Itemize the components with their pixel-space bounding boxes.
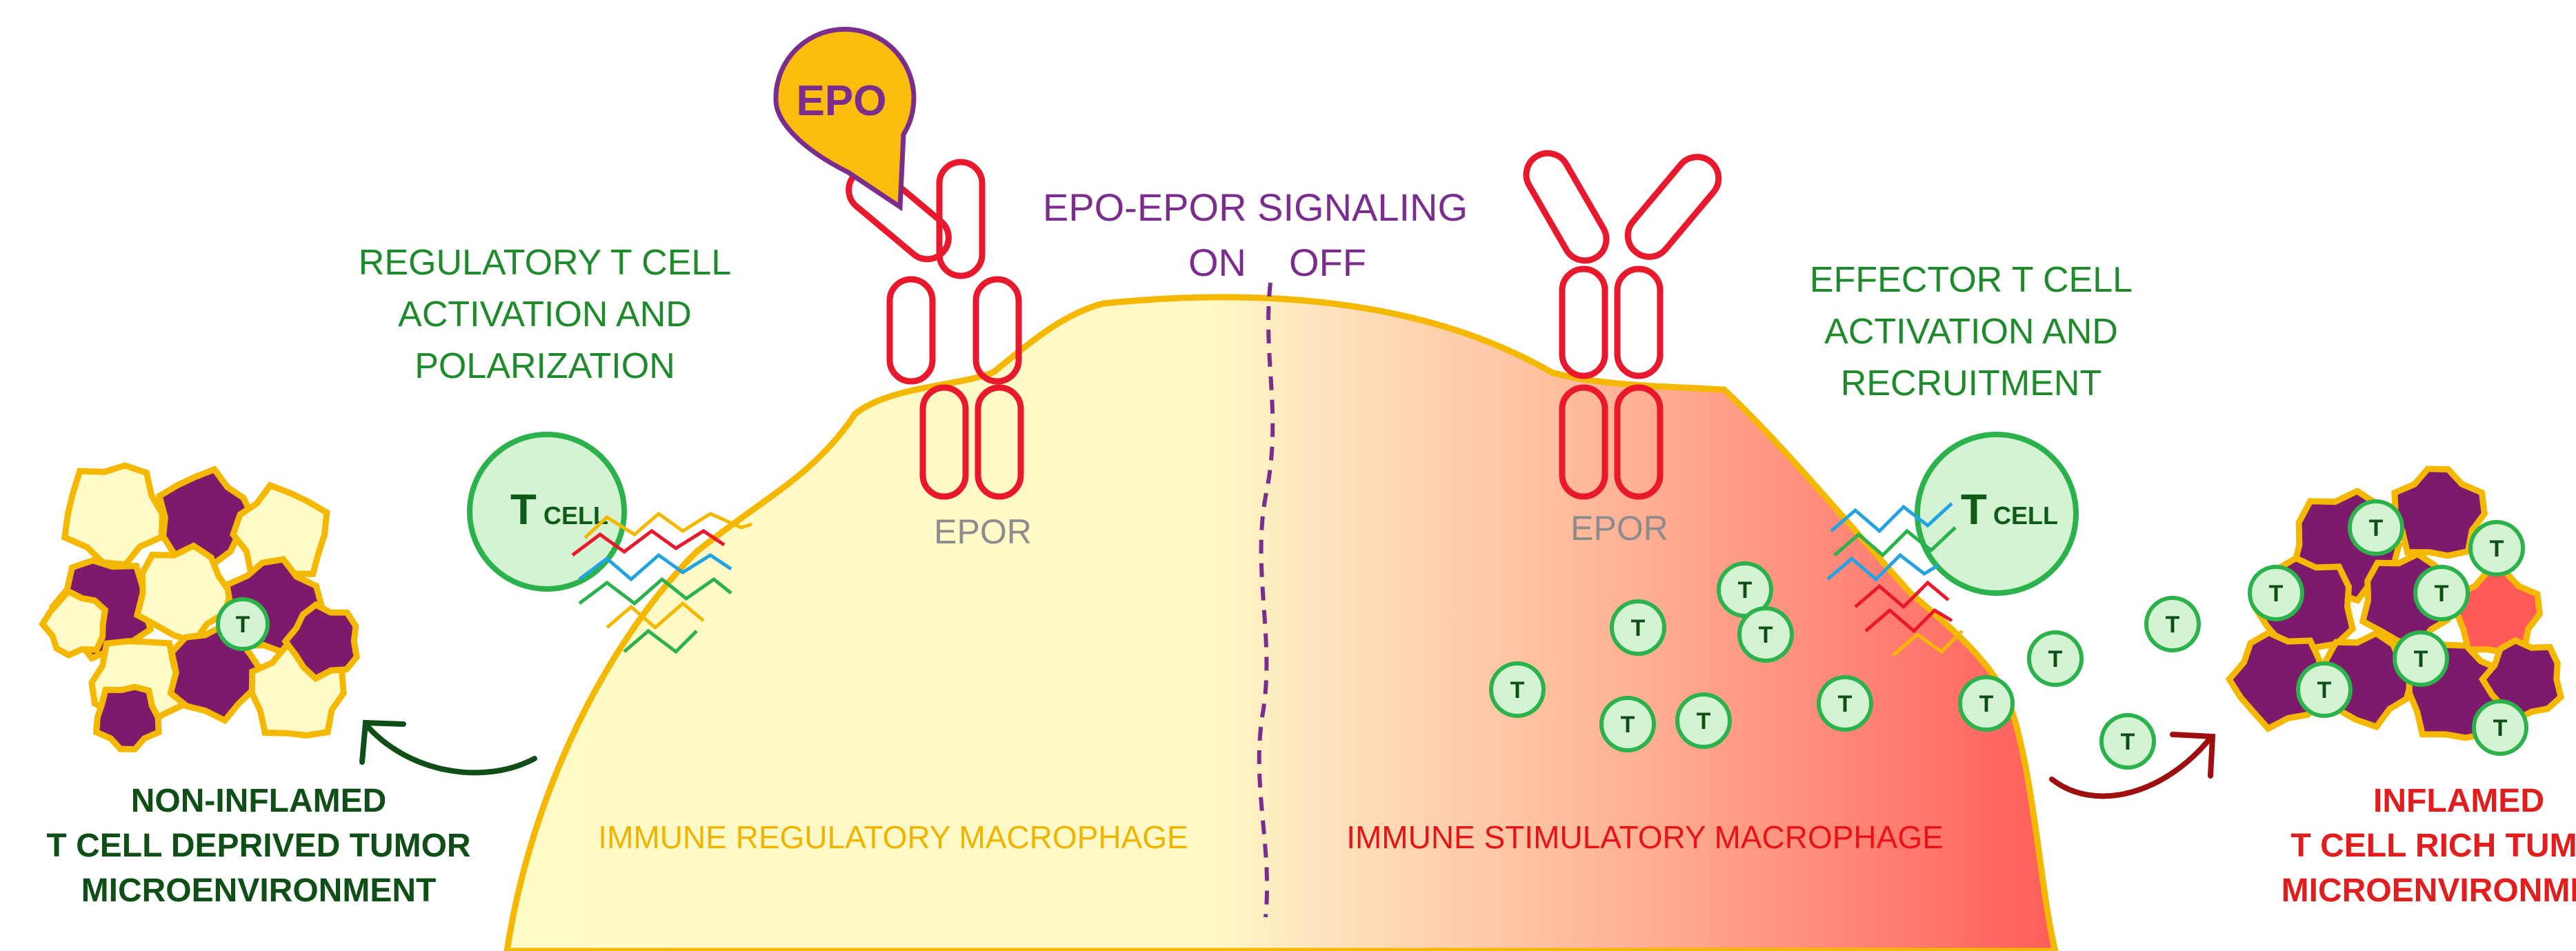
t-cell-label: T xyxy=(1759,622,1773,648)
t-cell-label: T xyxy=(2435,581,2449,607)
small-t-cell: T xyxy=(1675,692,1732,749)
epor-left xyxy=(846,159,1024,500)
tumor-cell xyxy=(155,466,257,568)
t-cell-label: T xyxy=(2414,646,2428,672)
signaling-off: OFF xyxy=(1289,241,1366,284)
t-cell-label: T xyxy=(2369,515,2384,541)
tumor-cell xyxy=(2453,568,2544,656)
tumor-cell xyxy=(61,462,166,568)
t-cell-label: T xyxy=(1510,677,1525,703)
effector-t-cell: T CELL xyxy=(1915,432,2079,596)
left-tumor-line3: MICROENVIRONMENT xyxy=(81,872,437,909)
t-cell-label: T xyxy=(1838,691,1853,717)
right-tumor-line2: T CELL RICH TUMOR xyxy=(2290,828,2576,864)
t-cell-label: T xyxy=(2490,536,2504,562)
t-cell-label: T xyxy=(1631,615,1646,641)
tumor-cell xyxy=(2225,629,2327,732)
t-cell-label: T xyxy=(2317,677,2332,703)
t-cell-label: T xyxy=(2269,581,2284,607)
small-t-cell: T xyxy=(2144,596,2201,652)
tumor-t-cell: T xyxy=(2393,630,2449,687)
macrophage-stimulatory-label: IMMUNE STIMULATORY MACROPHAGE xyxy=(1346,819,1944,855)
right-tumor-line3: MICROENVIRONMENT xyxy=(2282,872,2576,909)
tumor-cell xyxy=(281,601,360,683)
small-t-cell: T xyxy=(1958,675,2015,732)
left-tumor-line1: NON-INFLAMED xyxy=(131,783,387,819)
epor-right-label: EPOR xyxy=(1570,509,1668,548)
tumor-cell xyxy=(38,587,109,659)
regulatory-title-line1: REGULATORY T CELL xyxy=(359,243,731,283)
signaling-divider xyxy=(1257,282,1275,918)
t-cell-label: T xyxy=(1697,708,1711,734)
epor-right xyxy=(1523,150,1722,500)
tumor-t-cell: T xyxy=(2348,499,2404,556)
tumor-t-cell: T xyxy=(2472,699,2528,756)
right-zigzag-signals xyxy=(1826,502,1964,657)
t-cell-word-right: CELL xyxy=(1993,501,2058,530)
tumor-t-cell: T xyxy=(2413,565,2470,621)
t-cell-big-letter: T xyxy=(510,486,537,534)
signaling-title: EPO-EPOR SIGNALING xyxy=(1043,186,1468,229)
regulatory-title-line3: POLARIZATION xyxy=(415,346,675,386)
small-t-cell: T xyxy=(1599,696,1656,752)
t-cell-label: T xyxy=(1738,577,1753,603)
small-t-cell: T xyxy=(1489,661,1546,718)
effector-title-line3: RECRUITMENT xyxy=(1841,363,2101,403)
tumor-t-cell: T xyxy=(2248,565,2304,621)
small-t-cell: T xyxy=(2027,630,2084,687)
small-t-cell: T xyxy=(1737,606,1794,663)
small-t-cell: T xyxy=(1610,599,1666,656)
t-cell-big-letter-right: T xyxy=(1961,486,1987,534)
tumor-cell xyxy=(92,683,162,753)
t-cell-label: T xyxy=(2121,729,2135,755)
macrophage-regulatory-label: IMMUNE REGULATORY MACROPHAGE xyxy=(598,819,1188,855)
right-tumor-line1: INFLAMED xyxy=(2373,783,2544,819)
small-t-cell: T xyxy=(1817,675,1873,732)
t-cell-label: T xyxy=(1621,712,1635,738)
epo-label: EPO xyxy=(797,77,887,125)
macrophage-body xyxy=(503,294,2059,951)
t-cell-label: T xyxy=(1979,691,1994,717)
small-t-cell: T xyxy=(2099,713,2156,770)
right-arrow xyxy=(2049,732,2216,799)
left-zigzag-signals xyxy=(571,511,752,654)
signaling-on: ON xyxy=(1188,241,1246,284)
inflamed-tumor: T T T T T T T xyxy=(2225,466,2565,756)
regulatory-title-line2: ACTIVATION AND xyxy=(398,294,692,334)
epor-left-label: EPOR xyxy=(934,512,1032,551)
tumor-t-cell: T xyxy=(2296,661,2353,718)
tumor-cell xyxy=(229,481,330,582)
tumor-t-cell: T xyxy=(2468,520,2525,577)
t-cell-label: T xyxy=(2493,715,2508,741)
non-inflamed-tumor: T xyxy=(38,462,360,753)
left-arrow xyxy=(359,719,537,776)
t-cell-label: T xyxy=(236,612,250,638)
regulatory-t-cell: T CELL xyxy=(467,432,627,592)
tumor-t-cell: T xyxy=(216,597,270,651)
t-cell-label: T xyxy=(2048,646,2063,672)
effector-title-line1: EFFECTOR T CELL xyxy=(1810,260,2133,300)
left-tumor-line2: T CELL DEPRIVED TUMOR xyxy=(46,828,470,864)
t-cell-label: T xyxy=(2166,612,2180,638)
tumor-cell xyxy=(133,542,234,646)
effector-title-line2: ACTIVATION AND xyxy=(1824,312,2118,352)
epo-ligand: EPO xyxy=(773,26,917,212)
